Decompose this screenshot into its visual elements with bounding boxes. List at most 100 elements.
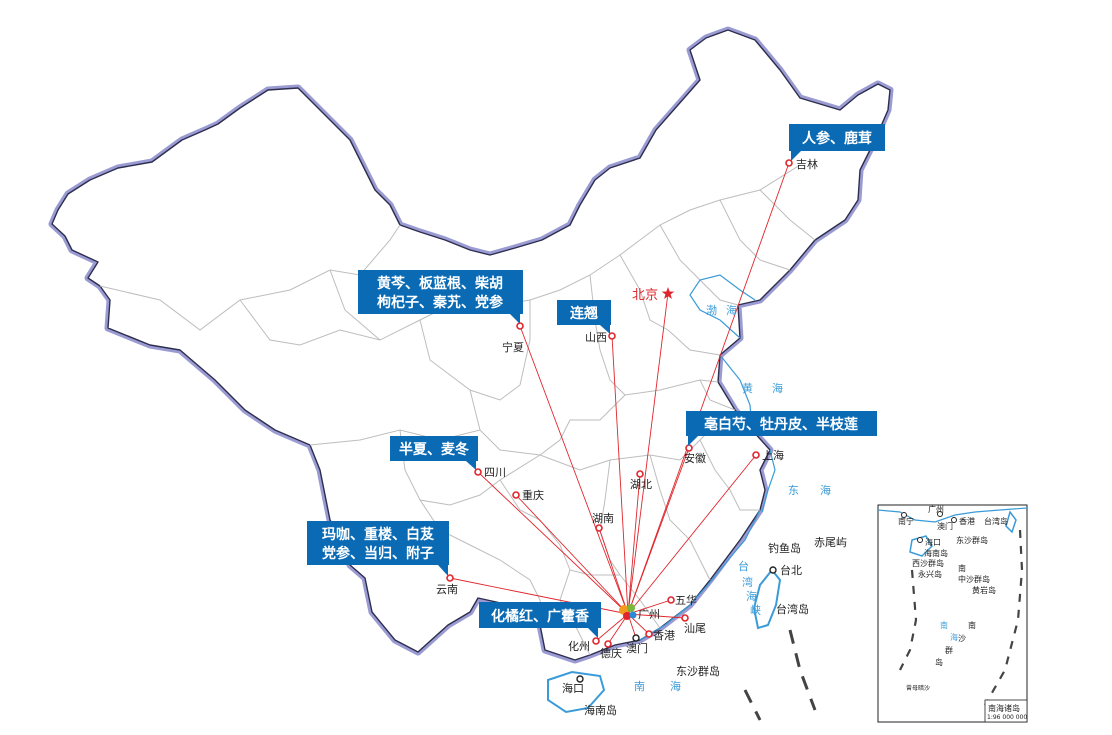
label-chongqing: 重庆: [522, 488, 544, 502]
inset-label-hainan: 海南岛: [924, 548, 948, 558]
china-border: [51, 29, 891, 661]
marker-shanwei: [681, 614, 689, 622]
callout-ningxia: 黄芩、板蓝根、柴胡 枸杞子、秦艽、党参: [358, 270, 523, 324]
label-taiwan-island: 台湾岛: [776, 602, 809, 616]
route-to-hubei: [627, 473, 641, 615]
inset-label-xisha: 西沙群岛: [912, 558, 944, 568]
callout-jilin: 人参、鹿茸: [789, 124, 885, 161]
callout-anhui-text: 亳白芍、牡丹皮、半枝莲: [704, 416, 858, 433]
hub-logo-icon: [619, 604, 637, 620]
callout-jilin-text: 人参、鹿茸: [802, 130, 872, 147]
label-strait-3: 海: [746, 589, 757, 603]
label-hunan: 湖南: [592, 512, 614, 525]
marker-hunan: [595, 524, 603, 532]
label-deqing: 德庆: [600, 646, 622, 660]
callout-guangdong: 化橘红、广藿香: [479, 602, 601, 638]
label-donghai-1: 东: [788, 484, 799, 497]
route-to-wuhua: [627, 599, 672, 615]
callout-ningxia-line2: 枸杞子、秦艽、党参: [377, 294, 504, 311]
marker-hongkong: [645, 630, 653, 638]
label-yunnan: 云南: [436, 583, 458, 596]
label-jilin: 吉林: [796, 157, 818, 171]
route-to-jilin: [627, 162, 790, 615]
marker-hubei: [636, 470, 644, 478]
inset-markers: [901, 511, 957, 543]
marker-chongqing: [512, 491, 520, 499]
route-to-huazhou: [595, 613, 629, 642]
label-dongsha: 东沙群岛: [676, 664, 720, 678]
inset-scale: 1:96 000 000: [987, 714, 1027, 721]
callout-ningxia-line1: 黄芩、板蓝根、柴胡: [377, 275, 503, 292]
south-china-sea-inset: 南宁 广州 香港 澳门 台湾岛 海口 海南岛 东沙群岛 西沙群岛 永兴岛 中沙群…: [877, 504, 1028, 723]
inset-label-sha: 沙: [958, 634, 966, 643]
inset-marker-hongkong: [951, 517, 957, 523]
route-to-shanghai: [627, 454, 757, 615]
inset-label-guangzhou: 广州: [928, 504, 944, 514]
marker-shanxi: [608, 332, 616, 340]
marker-shanghai: [752, 451, 760, 459]
label-shanxi: 山西: [585, 331, 607, 344]
label-nanhai-2: 海: [670, 679, 681, 693]
hainan-island: [547, 670, 606, 714]
callout-yunnan-line2: 党参、当归、附子: [322, 545, 434, 562]
inset-taiwan: [1005, 510, 1017, 534]
marker-yunnan: [446, 574, 454, 582]
label-huanghai-2: 海: [772, 381, 783, 395]
city-markers: [446, 159, 793, 648]
inset-label-dongsha: 东沙群岛: [956, 535, 988, 545]
label-huazhou: 化州: [568, 639, 590, 653]
label-nanhai-1: 南: [634, 680, 645, 693]
route-to-chongqing: [515, 494, 629, 615]
label-ningxia: 宁夏: [502, 340, 524, 354]
label-wuhua: 五华: [675, 593, 697, 607]
label-bohai-2: 海: [726, 303, 737, 317]
label-chiwei: 赤尾屿: [814, 536, 847, 549]
inset-label-taiwan: 台湾岛: [984, 516, 1008, 526]
label-hainan-island: 海南岛: [584, 703, 617, 717]
label-bohai-1: 渤: [706, 304, 717, 317]
inset-title-box: [984, 699, 1028, 723]
black-markers: [576, 566, 777, 683]
city-labels: 吉林 宁夏 山西 安徽 上海 四川 重庆 湖北 湖南 云南 广州 五华 汕尾 香…: [436, 157, 818, 695]
callout-yunnan-line1: 玛咖、重楼、白芨: [322, 526, 435, 543]
label-strait-1: 台: [738, 559, 749, 573]
inset-dashed-line: [899, 529, 1024, 706]
label-shanwei: 汕尾: [684, 622, 706, 635]
inset-label-dao: 岛: [935, 657, 943, 667]
label-haikou: 海口: [562, 681, 584, 695]
inset-label-qun: 群: [945, 645, 953, 655]
route-to-shanwei: [627, 613, 686, 619]
inset-label-zengmu: 曾母暗沙: [906, 684, 930, 692]
inset-frame: [877, 504, 1028, 723]
marker-haikou: [576, 675, 584, 683]
inset-label-sea-hai: 海: [950, 632, 958, 642]
label-hongkong: 香港: [653, 629, 675, 642]
inset-label-zhongsha: 中沙群岛: [958, 574, 990, 584]
marker-jilin: [785, 159, 793, 167]
callout-guangdong-text: 化橘红、广藿香: [491, 608, 590, 625]
route-lines: [449, 162, 790, 645]
sea-labels: 渤 海 黄 海 东 海 南 海 台 湾 海 峡: [634, 303, 831, 693]
callout-shanxi-text: 连翘: [570, 305, 598, 322]
label-donghai-2: 海: [820, 483, 831, 497]
callout-sichuan-text: 半夏、麦冬: [399, 441, 469, 458]
callout-yunnan: 玛咖、重楼、白芨 党参、当归、附子: [307, 521, 449, 576]
marker-sichuan: [474, 468, 482, 476]
label-beijing: 北京: [632, 288, 658, 303]
label-strait-4: 峡: [750, 603, 761, 617]
inset-marker-haikou: [917, 537, 923, 543]
label-macau: 澳门: [626, 641, 648, 655]
islands: [547, 568, 782, 714]
marker-taibei: [769, 566, 777, 574]
marker-wuhua: [667, 596, 675, 604]
inset-label-macau: 澳门: [937, 521, 953, 531]
inset-label-hongkong: 香港: [959, 516, 975, 526]
label-shanghai: 上海: [762, 448, 784, 462]
label-sichuan: 四川: [484, 466, 506, 479]
route-to-hunan: [598, 527, 629, 615]
label-diaoyu: 钓鱼岛: [768, 541, 801, 555]
label-taibei: 台北: [780, 563, 802, 577]
label-strait-2: 湾: [742, 575, 753, 589]
route-to-ningxia: [519, 325, 629, 615]
